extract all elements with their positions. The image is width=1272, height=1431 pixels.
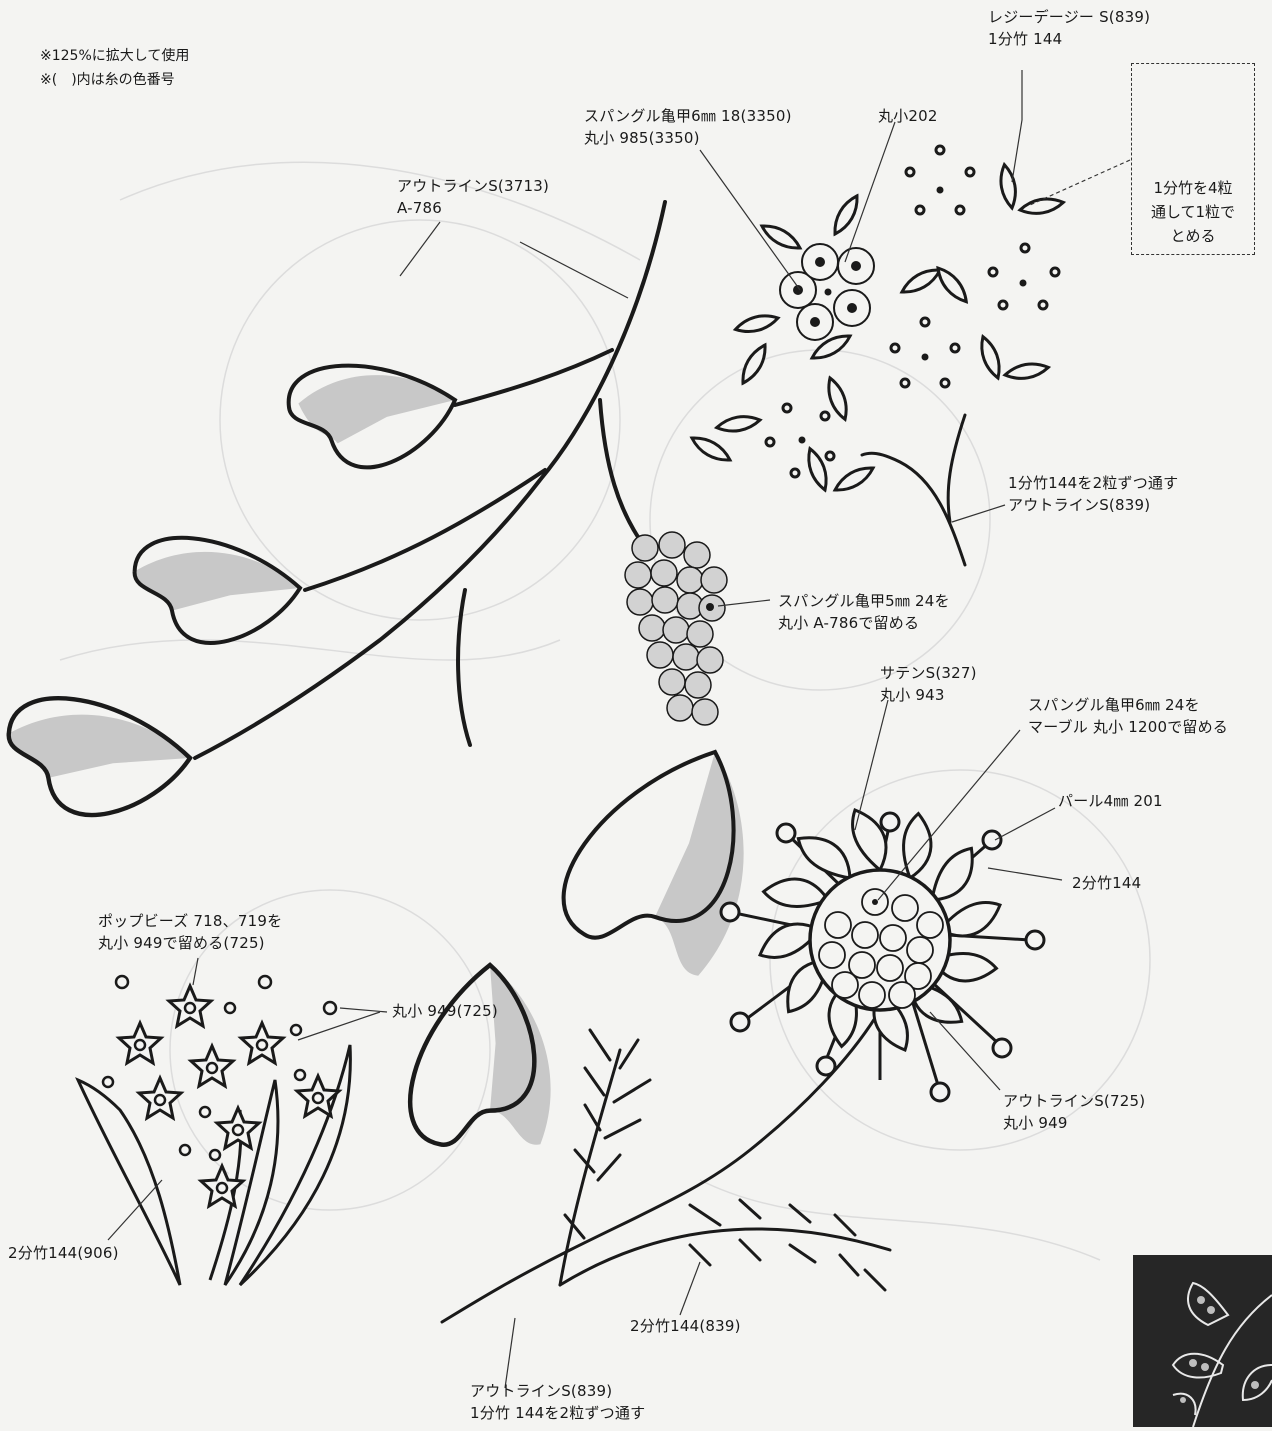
note-scale: ※125%に拡大して使用 (40, 44, 189, 68)
finished-embroidery-photo (1133, 1255, 1272, 1427)
label-outline-3713: アウトラインS(3713) A-786 (397, 175, 549, 219)
label-marble: スパングル亀甲6㎜ 24を マーブル 丸小 1200で留める (1028, 694, 1228, 738)
bugle-bead-note-box: 1分竹を4粒 通して1粒で とめる (1131, 63, 1255, 255)
label-sequin-5mm: スパングル亀甲5㎜ 24を 丸小 A-786で留める (778, 590, 950, 634)
label-bugle2: 2分竹144 (1072, 872, 1141, 894)
photo-leaf-motif (1133, 1255, 1272, 1427)
sequin-cluster (625, 532, 727, 725)
label-bugle-906: 2分竹144(906) (8, 1242, 119, 1264)
label-bugle-stem: 1分竹144を2粒ずつ通す アウトラインS(839) (1008, 472, 1178, 516)
label-satin: サテンS(327) 丸小 943 (880, 662, 977, 706)
label-pop-beads: ポップビーズ 718、719を 丸小 949で留める(725) (98, 910, 282, 954)
label-maru-949: 丸小 949(725) (392, 1000, 498, 1022)
star-flower-bouquet (78, 976, 350, 1285)
usage-notes: ※125%に拡大して使用 ※( )内は糸の色番号 (40, 44, 189, 92)
note-color-number: ※( )内は糸の色番号 (40, 68, 189, 92)
label-outline-725: アウトラインS(725) 丸小 949 (1003, 1090, 1145, 1134)
label-sequin-6mm: スパングル亀甲6㎜ 18(3350) 丸小 985(3350) (584, 105, 792, 149)
label-pearl: パール4㎜ 201 (1058, 790, 1163, 812)
label-outline-839: アウトラインS(839) 1分竹 144を2粒ずつ通す (470, 1380, 645, 1424)
label-bugle-839: 2分竹144(839) (630, 1315, 741, 1337)
pine-sprig (560, 1030, 890, 1290)
label-lazy-daisy: レジーデージー S(839) 1分竹 144 (988, 6, 1150, 50)
label-maru-202: 丸小202 (878, 105, 938, 127)
